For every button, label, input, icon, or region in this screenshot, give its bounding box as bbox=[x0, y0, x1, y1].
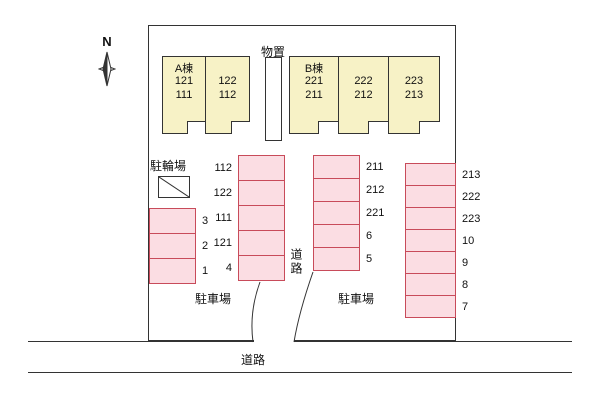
unit-notch bbox=[318, 121, 339, 134]
parking-space: 111 bbox=[215, 205, 285, 231]
unit-notch bbox=[231, 121, 250, 134]
parking-space: 223 bbox=[405, 207, 480, 230]
parking-column-mid-left: 112 122 111 121 4 bbox=[214, 155, 285, 281]
parking-space-label: 5 bbox=[366, 253, 373, 265]
parking-space: 2 bbox=[149, 233, 208, 259]
parking-space-label: 111 bbox=[215, 212, 232, 224]
parking-space-label: 221 bbox=[366, 207, 385, 219]
parking-space: 121 bbox=[214, 230, 285, 256]
parking-space-label: 222 bbox=[462, 190, 481, 203]
parking-column-left: 3 2 1 bbox=[149, 208, 208, 284]
parking-space-label: 223 bbox=[462, 212, 481, 225]
parking-space-label: 2 bbox=[202, 240, 209, 252]
building-a-name: A棟 bbox=[174, 63, 194, 75]
unit-notch bbox=[419, 121, 440, 134]
parking-space: 222 bbox=[405, 185, 480, 208]
parking-space: 122 bbox=[214, 180, 285, 206]
parking-space-label: 8 bbox=[462, 278, 469, 291]
parking-column-right: 213 222 223 10 9 8 7 bbox=[405, 163, 480, 318]
building-b-unit-1: B棟 221 211 bbox=[289, 56, 339, 134]
building-b-unit-3: 223 213 bbox=[388, 56, 440, 134]
parking-space-label: 3 bbox=[202, 215, 209, 227]
parking-space: 6 bbox=[313, 224, 372, 248]
road-line-top bbox=[28, 341, 572, 342]
parking-space: 5 bbox=[313, 247, 372, 271]
unit-number: 211 bbox=[305, 89, 323, 101]
bicycle-box-diagonal bbox=[158, 176, 190, 198]
parking-space: 1 bbox=[149, 258, 208, 284]
parking-space-label: 112 bbox=[214, 162, 232, 174]
parking-space: 221 bbox=[313, 201, 384, 225]
parking-space-label: 211 bbox=[366, 161, 384, 173]
parking-space-label: 122 bbox=[213, 187, 232, 199]
unit-notch bbox=[187, 121, 206, 134]
parking-space-label: 212 bbox=[366, 184, 385, 196]
driveway-opening bbox=[254, 339, 294, 343]
parking-space-label: 121 bbox=[213, 237, 232, 249]
parking-space-label: 1 bbox=[202, 265, 209, 277]
parking-space: 7 bbox=[405, 295, 468, 318]
parking-space: 112 bbox=[214, 155, 285, 181]
parking-space: 211 bbox=[313, 155, 384, 179]
building-a-unit-2: 122 112 bbox=[205, 56, 250, 134]
parking-lot-label-left: 駐車場 bbox=[195, 292, 232, 306]
parking-space: 10 bbox=[405, 229, 474, 252]
parking-space-label: 9 bbox=[462, 256, 469, 269]
parking-space-label: 4 bbox=[225, 262, 232, 274]
parking-space: 9 bbox=[405, 251, 468, 274]
storage-label: 物置 bbox=[260, 45, 285, 59]
bicycle-parking-box bbox=[158, 176, 190, 198]
unit-number: 212 bbox=[354, 89, 373, 101]
road-label-bottom: 道路 bbox=[241, 353, 266, 367]
road-line-bottom bbox=[28, 372, 572, 373]
parking-lot-label-right: 駐車場 bbox=[338, 292, 375, 306]
building-b-name: B棟 bbox=[304, 63, 324, 75]
compass: N bbox=[92, 34, 122, 87]
compass-needle-icon bbox=[98, 51, 116, 87]
compass-n-label: N bbox=[102, 34, 112, 49]
unit-number: 223 bbox=[404, 75, 424, 87]
building-a-unit-1: A棟 121 111 bbox=[162, 56, 206, 134]
parking-space: 212 bbox=[313, 178, 384, 202]
parking-space: 213 bbox=[405, 163, 480, 186]
unit-number: 122 bbox=[218, 75, 237, 87]
parking-column-mid-right: 211 212 221 6 5 bbox=[313, 155, 384, 271]
parking-space-label: 6 bbox=[366, 230, 373, 242]
parking-space-label: 10 bbox=[462, 234, 475, 247]
road-label-inner: 道路 bbox=[289, 248, 303, 276]
parking-space-label: 213 bbox=[462, 168, 481, 181]
parking-space: 4 bbox=[226, 255, 285, 281]
building-b-unit-2: 222 212 bbox=[338, 56, 389, 134]
parking-space: 3 bbox=[149, 208, 208, 234]
storage-box bbox=[265, 57, 282, 141]
unit-notch bbox=[368, 121, 389, 134]
parking-space-label: 7 bbox=[462, 300, 469, 313]
unit-number: 112 bbox=[218, 89, 237, 101]
parking-space: 8 bbox=[405, 273, 468, 296]
unit-number: 213 bbox=[404, 89, 424, 101]
unit-number: 221 bbox=[304, 75, 324, 87]
unit-number: 222 bbox=[354, 75, 373, 87]
unit-number: 111 bbox=[175, 89, 193, 101]
unit-number: 121 bbox=[174, 75, 194, 87]
bicycle-parking-label: 駐輪場 bbox=[150, 159, 187, 173]
